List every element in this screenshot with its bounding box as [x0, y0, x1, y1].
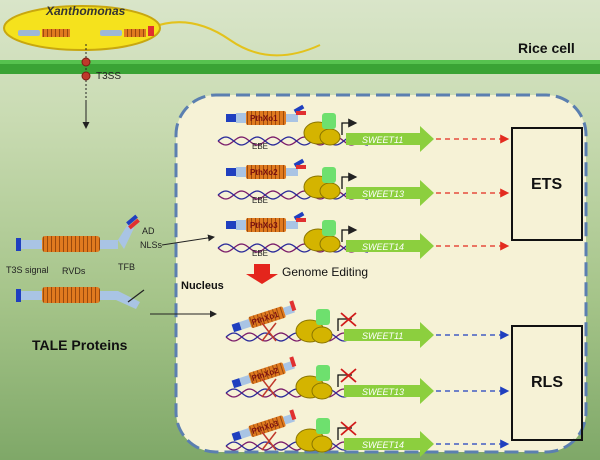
gene-label: SWEET11: [362, 331, 403, 341]
gene-label: SWEET13: [362, 189, 404, 199]
gene-arrow: [344, 431, 434, 457]
t3s-signal-label: T3S signal: [6, 265, 49, 275]
activator-icon: [316, 418, 330, 434]
effector-label: PthXo1: [250, 114, 278, 123]
activator-icon: [322, 167, 336, 183]
gene-arrow: [346, 180, 434, 206]
gene-label: SWEET14: [362, 440, 404, 450]
tss-arrow-icon: [341, 172, 358, 189]
effector-label: PthXo3: [250, 221, 278, 230]
activator-icon: [316, 309, 330, 325]
genome-editing-label: Genome Editing: [282, 265, 369, 279]
xanthomonas-bacterium: [3, 5, 321, 57]
gene-arrow: [346, 126, 434, 152]
ebe-label: EBE: [252, 249, 268, 258]
nls-label: NLSs: [140, 240, 163, 250]
genome-editing-arrow: [246, 264, 278, 284]
tfb-label: TFB: [118, 262, 135, 272]
effector-label: PthXo2: [250, 168, 278, 177]
ets-box: [511, 127, 583, 241]
tale-protein-truncated: [16, 287, 217, 318]
activator-icon: [322, 113, 336, 129]
gene-arrow: [344, 378, 434, 404]
tale-proteins-title: TALE Proteins: [32, 337, 128, 353]
ebe-label: EBE: [252, 196, 268, 205]
t3ss-injectisome: [81, 44, 91, 129]
nucleus-label: Nucleus: [181, 280, 224, 292]
tss-arrow-icon: [341, 118, 358, 135]
tale-protein-full: [16, 214, 215, 252]
gene-label: SWEET13: [362, 387, 404, 397]
gene-label: SWEET14: [362, 242, 404, 252]
ets-label: ETS: [531, 176, 563, 193]
tss-arrow-icon: [341, 225, 358, 242]
rvds-label: RVDs: [62, 266, 86, 276]
activator-icon: [316, 365, 330, 381]
ad-label: AD: [142, 226, 155, 236]
activator-icon: [322, 220, 336, 236]
rls-label: RLS: [531, 374, 563, 391]
rls-box: [511, 325, 583, 441]
ebe-label: EBE: [252, 142, 268, 151]
rice-cell-label: Rice cell: [518, 40, 575, 56]
xanthomonas-label: Xanthomonas: [46, 4, 126, 18]
gene-arrow: [346, 233, 434, 259]
nucleus-boundary: [174, 93, 588, 454]
t3ss-label: T3SS: [96, 71, 122, 82]
gene-arrow: [344, 322, 434, 348]
gene-label: SWEET11: [362, 135, 403, 145]
